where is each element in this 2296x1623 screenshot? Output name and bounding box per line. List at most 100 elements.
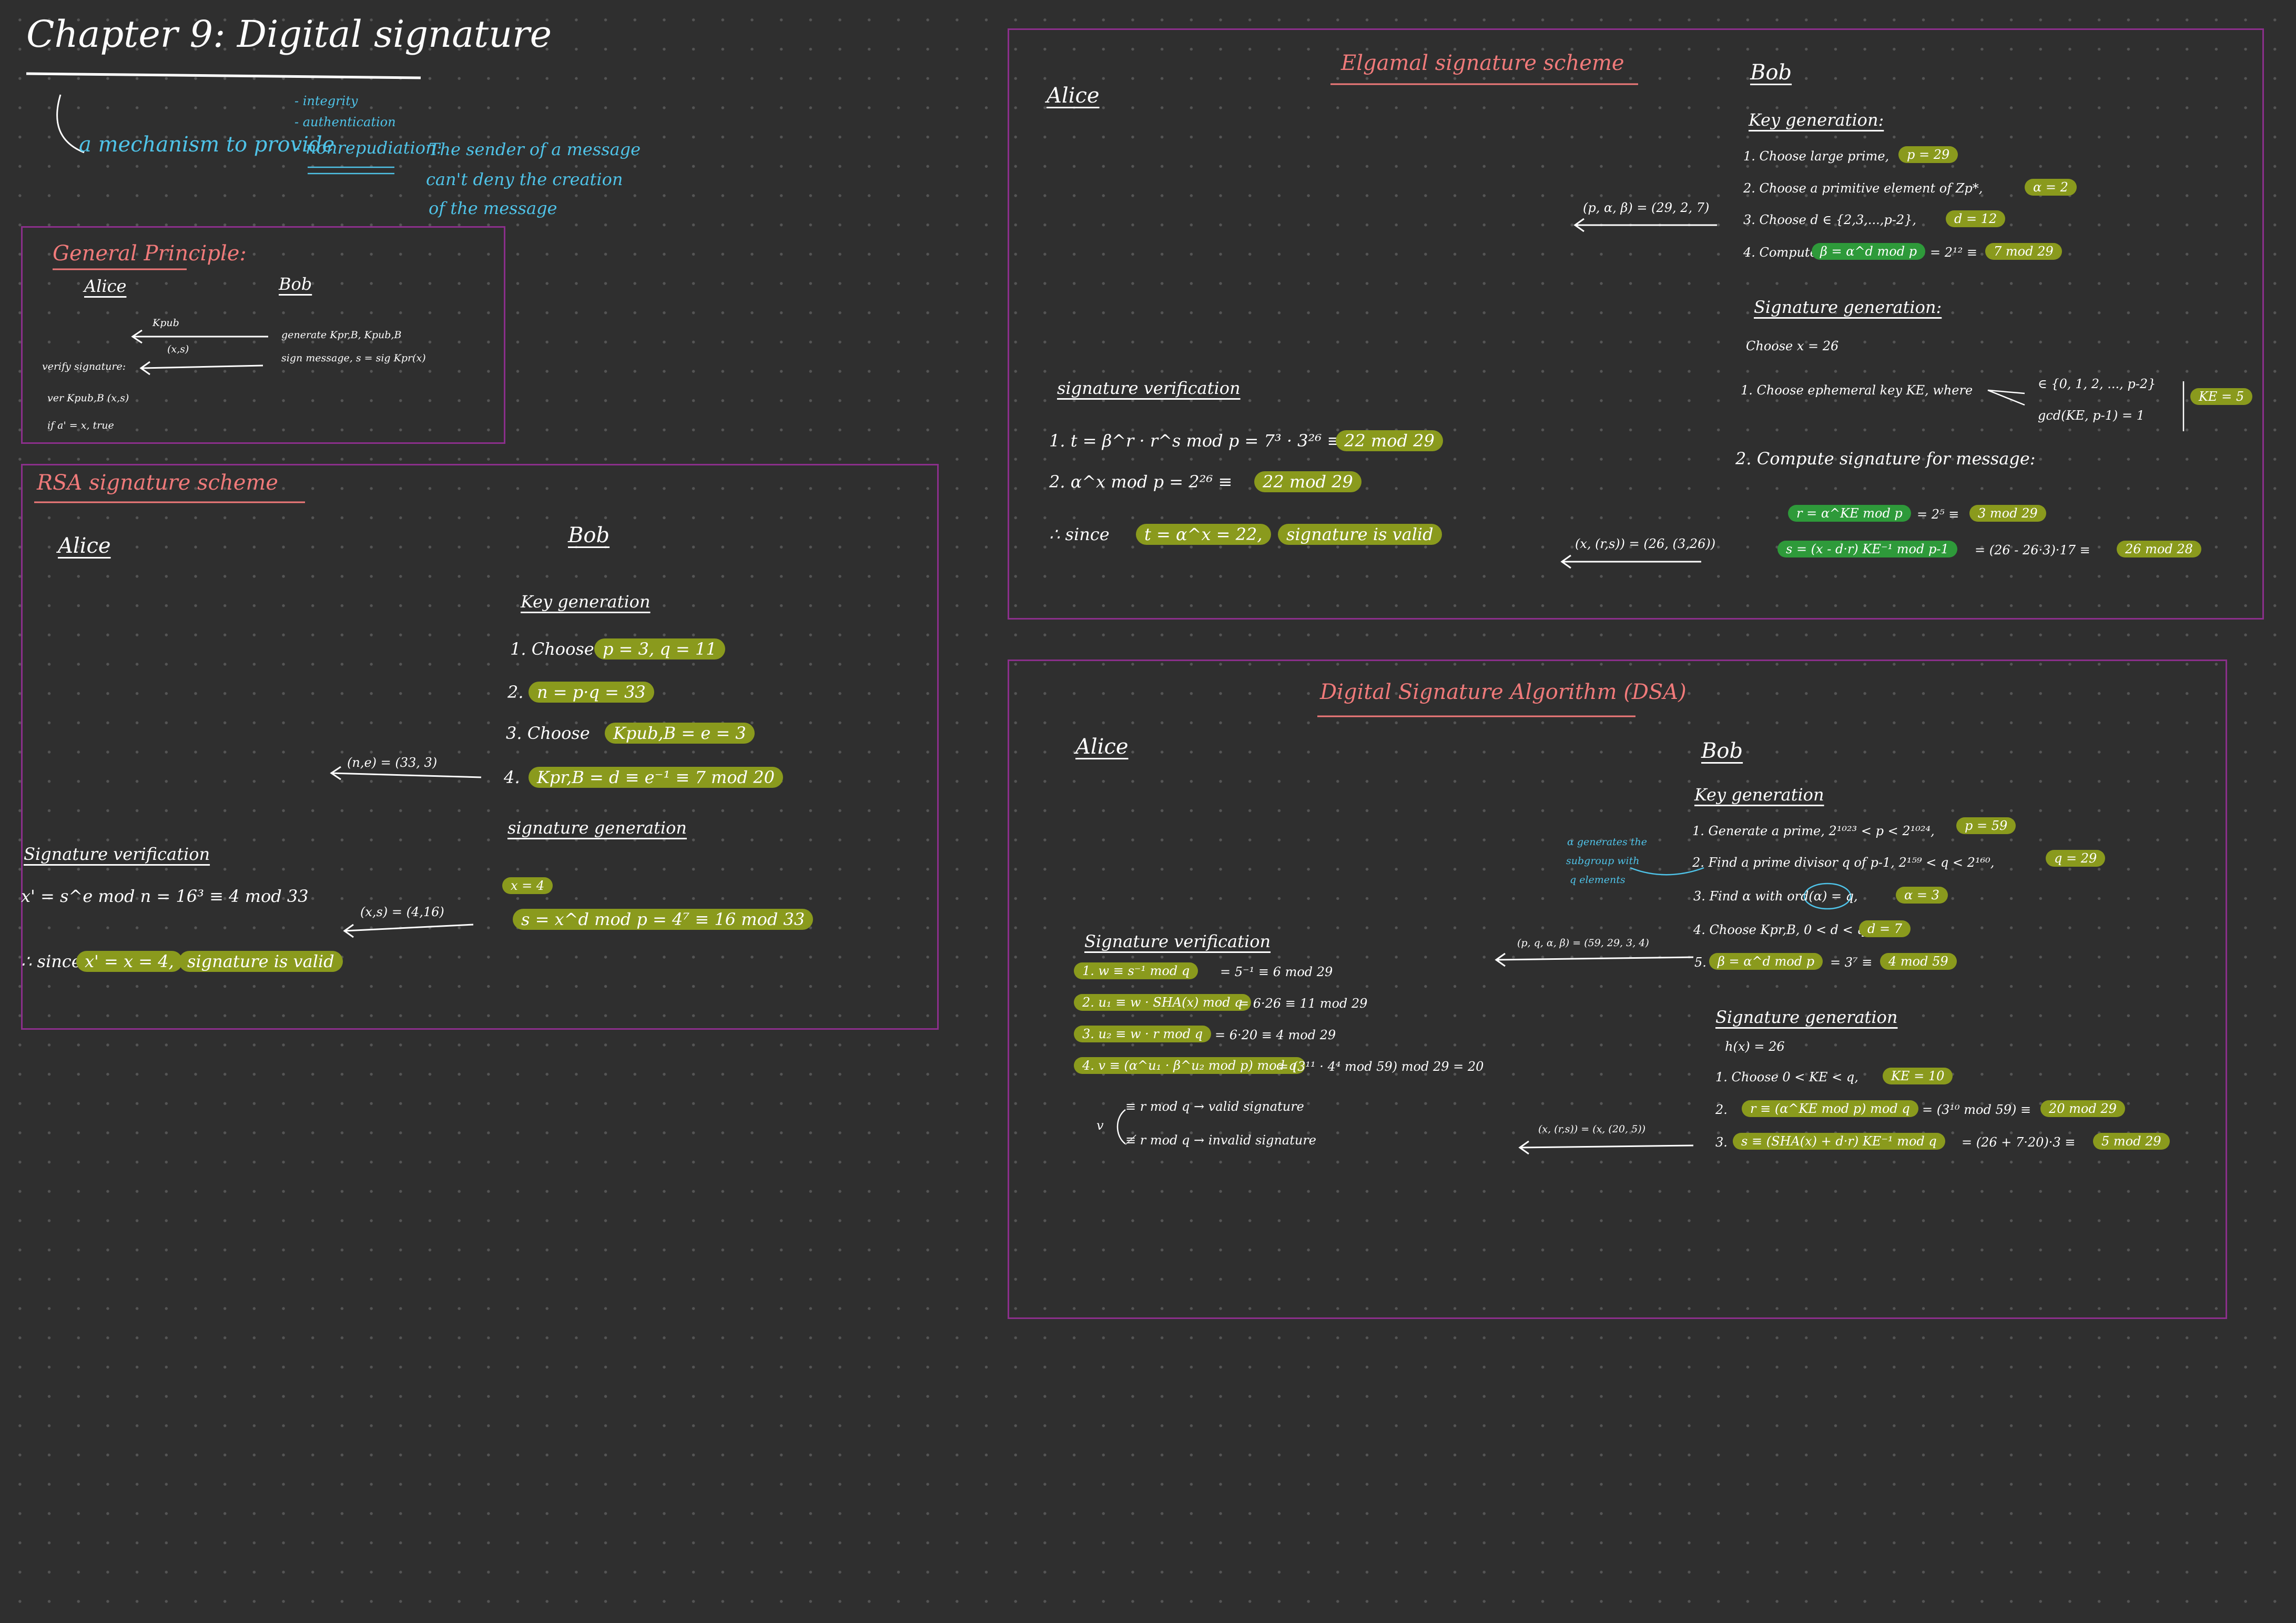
dsa-hx: h(x) = 26 xyxy=(1725,1039,1785,1054)
dsa-k5-mid: = 3⁷ ≡ xyxy=(1830,955,1873,970)
elgamal-s1-a: ∈ {0, 1, 2, ..., p-2} xyxy=(2038,377,2156,391)
dsa-g2-res: 20 mod 29 xyxy=(2040,1100,2125,1117)
rsa-step4-label: 4. xyxy=(504,767,520,787)
elgamal-since-val: t = α^x = 22, xyxy=(1136,524,1271,545)
elgamal-alice: Alice xyxy=(1047,84,1100,108)
dsa-k2-val: q = 29 xyxy=(2046,850,2106,867)
intro-text: a mechanism to provide xyxy=(79,133,335,157)
elgamal-arrow1-label: (p, α, β) = (29, 2, 7) xyxy=(1583,200,1710,215)
dsa-arrow2-label: (x, (r,s)) = (x, (20, 5)) xyxy=(1538,1123,1646,1135)
dsa-g2: 2. xyxy=(1715,1102,1728,1117)
rsa-valid: signature is valid xyxy=(179,951,343,972)
rsa-alice: Alice xyxy=(58,534,111,558)
rsa-since-val: x' = x = 4, xyxy=(76,951,182,972)
rsa-x-val: x = 4 xyxy=(502,877,553,894)
bullet-authentication: - authentication xyxy=(294,115,396,129)
elgamal-s1: 1. Choose ephemeral key KE, where xyxy=(1741,383,1973,398)
elgamal-choose-x: Choose x = 26 xyxy=(1746,339,1839,353)
dsa-v1-expr: 1. w ≡ s⁻¹ mod q xyxy=(1074,962,1198,979)
dsa-g1: 1. Choose 0 < KE < q, xyxy=(1715,1070,1858,1084)
elgamal-s1-b: gcd(KE, p-1) = 1 xyxy=(2038,408,2145,423)
dsa-g3-res: 5 mod 29 xyxy=(2093,1133,2170,1150)
general-alice: Alice xyxy=(84,276,127,296)
rsa-s-val: s = x^d mod p = 4⁷ ≡ 16 mod 33 xyxy=(513,909,814,930)
dsa-g1-val: KE = 10 xyxy=(1883,1068,1953,1084)
general-result: if a' = x, true xyxy=(47,420,114,431)
elgamal-title: Elgamal signature scheme xyxy=(1341,51,1624,75)
note-line-1: The sender of a message xyxy=(429,139,641,159)
dsa-k5-res: 4 mod 59 xyxy=(1880,953,1957,970)
chapter-title: Chapter 9: Digital signature xyxy=(26,13,552,56)
general-kpub: Kpub xyxy=(153,317,179,329)
bullet-integrity: - integrity xyxy=(294,94,358,108)
rsa-verify-calc: x' = s^e mod n = 16³ ≡ 4 mod 33 xyxy=(21,886,309,906)
dsa-k4-val: d = 7 xyxy=(1859,920,1911,937)
general-ver: ver Kpub,B (x,s) xyxy=(47,392,129,404)
rsa-arrow1-label: (n,e) = (33, 3) xyxy=(347,755,438,770)
dsa-k1-val: p = 59 xyxy=(1956,817,2016,834)
dsa-arrow1-label: (p, q, α, β) = (59, 29, 3, 4) xyxy=(1517,937,1649,949)
dsa-v2-expr: 2. u₁ ≡ w · SHA(x) mod q xyxy=(1074,994,1251,1011)
general-bob: Bob xyxy=(279,274,312,294)
dsa-k1: 1. Generate a prime, 2¹⁰²³ < p < 2¹⁰²⁴, xyxy=(1692,824,1935,838)
dsa-siggen: Signature generation xyxy=(1715,1007,1898,1027)
elgamal-r-mid: = 2⁵ ≡ xyxy=(1917,507,1959,522)
rsa-step1-label: 1. Choose xyxy=(510,639,594,659)
dsa-g3-expr: s ≡ (SHA(x) + d·r) KE⁻¹ mod q xyxy=(1733,1133,1945,1150)
general-bob-step2: sign message, s = sig Kpr(x) xyxy=(281,352,426,364)
elgamal-k2: 2. Choose a primitive element of Zp*, xyxy=(1743,181,1983,196)
elgamal-bob: Bob xyxy=(1750,60,1792,85)
dsa-v-label: v xyxy=(1096,1118,1104,1133)
rsa-step3-label: 3. Choose xyxy=(506,723,590,743)
elgamal-sigver: signature verification xyxy=(1057,378,1241,398)
rsa-frame xyxy=(21,464,939,1030)
note-line-2: can't deny the creation xyxy=(426,169,623,189)
dsa-v3-expr: 3. u₂ ≡ w · r mod q xyxy=(1074,1026,1212,1042)
elgamal-k4-mid: = 2¹² ≡ xyxy=(1930,245,1977,260)
elgamal-v2: 2. α^x mod p = 2²⁶ ≡ xyxy=(1049,472,1233,492)
elgamal-frame xyxy=(1008,28,2264,620)
rsa-keygen: Key generation xyxy=(521,592,651,612)
general-principle-frame xyxy=(21,226,505,444)
elgamal-s-res: 26 mod 28 xyxy=(2117,541,2201,557)
dsa-note-3: q elements xyxy=(1570,874,1626,886)
dsa-k5-expr: β = α^d mod p xyxy=(1709,953,1823,970)
elgamal-k3: 3. Choose d ∈ {2,3,...,p-2}, xyxy=(1743,212,1917,227)
rsa-step2-val: n = p·q = 33 xyxy=(529,682,654,703)
general-bob-step1: generate Kpr,B, Kpub,B xyxy=(281,329,402,341)
dsa-note-1: α generates the xyxy=(1567,836,1647,848)
elgamal-ke-val: KE = 5 xyxy=(2190,388,2253,405)
rsa-bob: Bob xyxy=(568,523,610,547)
dsa-c2: ≢ r mod q → invalid signature xyxy=(1125,1133,1317,1148)
elgamal-k3-val: d = 12 xyxy=(1946,210,2006,227)
dsa-v4-expr: 4. v ≡ (α^u₁ · β^u₂ mod p) mod q xyxy=(1074,1057,1305,1074)
rsa-step4-val: Kpr,B = d ≡ e⁻¹ ≡ 7 mod 20 xyxy=(529,767,783,788)
rsa-step2-label: 2. xyxy=(507,682,524,702)
elgamal-k1: 1. Choose large prime, xyxy=(1743,149,1889,164)
dsa-c1: ≡ r mod q → valid signature xyxy=(1125,1099,1304,1114)
rsa-title: RSA signature scheme xyxy=(37,471,278,495)
dsa-keygen: Key generation xyxy=(1694,785,1824,805)
rsa-siggen: signature generation xyxy=(507,818,687,838)
elgamal-valid: signature is valid xyxy=(1278,524,1442,545)
dsa-v3-res: = 6·20 ≡ 4 mod 29 xyxy=(1215,1028,1336,1042)
dsa-g3: 3. xyxy=(1715,1135,1728,1150)
rsa-since-label: ∴ since xyxy=(21,951,82,971)
dsa-alice: Alice xyxy=(1075,735,1129,759)
dsa-bob: Bob xyxy=(1701,739,1743,763)
dsa-title: Digital Signature Algorithm (DSA) xyxy=(1320,680,1687,704)
dsa-g2-mid: = (3¹⁰ mod 59) ≡ xyxy=(1922,1102,2031,1117)
rsa-sigver: Signature verification xyxy=(24,844,210,864)
elgamal-v1: 1. t = β^r · r^s mod p = 7³ · 3²⁶ ≡ xyxy=(1049,431,1342,451)
general-title: General Principle: xyxy=(53,241,247,266)
dsa-frame xyxy=(1008,660,2227,1319)
dsa-k2: 2. Find a prime divisor q of p-1, 2¹⁵⁹ <… xyxy=(1692,855,1995,870)
bullet-nonrepudiation: - nonrepudiation: xyxy=(294,138,442,158)
elgamal-siggen: Signature generation: xyxy=(1754,297,1942,317)
dsa-k5: 5. xyxy=(1694,955,1706,970)
elgamal-keygen: Key generation: xyxy=(1749,110,1884,130)
elgamal-k1-val: p = 29 xyxy=(1898,146,1958,163)
dsa-k3: 3. Find α with ord(α) = q, xyxy=(1693,889,1858,904)
dsa-note-2: subgroup with xyxy=(1566,855,1640,867)
